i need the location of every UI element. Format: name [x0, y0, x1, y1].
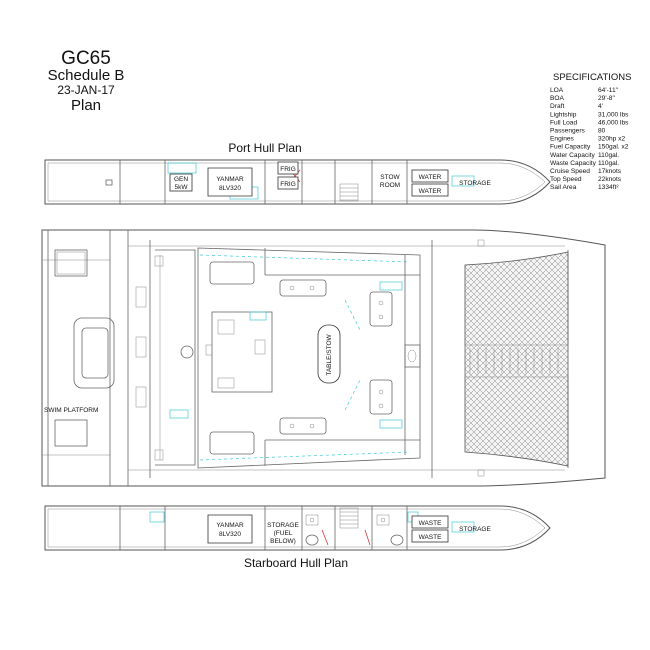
- spec-label: BOA: [550, 95, 565, 102]
- schedule-label: Schedule B: [48, 67, 125, 84]
- spec-value: 150gal. x2: [598, 144, 629, 151]
- spec-value: 31,000 lbs: [598, 111, 629, 118]
- port-engine: [207, 167, 253, 197]
- spec-value: 22knots: [598, 176, 622, 183]
- table-stow: [317, 324, 341, 384]
- starboard-engine-label: YANMAR: [216, 522, 244, 529]
- trampoline-net: [464, 251, 569, 467]
- plan-date: 23-JAN-17: [57, 83, 115, 97]
- starboard-hull-caption: Starboard Hull Plan: [244, 556, 348, 570]
- spec-value: 4': [598, 103, 603, 110]
- frig-lower: [277, 176, 299, 190]
- starboard-hull-outline: [44, 505, 551, 551]
- starboard-engine: [207, 514, 253, 544]
- port-engine-label: YANMAR: [216, 176, 244, 183]
- plan-kind: Plan: [71, 97, 101, 114]
- storage-fuel-sub-2: BELOW): [270, 538, 296, 545]
- spec-value: 80: [598, 128, 606, 135]
- specifications-heading: SPECIFICATIONS: [553, 72, 631, 83]
- spec-label: Full Load: [550, 119, 577, 126]
- spec-label: Draft: [550, 103, 564, 110]
- waste-tank-1: [411, 515, 449, 529]
- deck-outline: [41, 229, 606, 487]
- aft-hatch: [73, 317, 115, 389]
- spec-value: 110gal.: [598, 152, 619, 159]
- spec-label: Fuel Capacity: [550, 144, 591, 151]
- spec-value: 46,000 lbs: [598, 119, 629, 126]
- table-stow-label: TABLE/STOW: [326, 333, 333, 375]
- starboard-storage-label: STORAGE: [459, 526, 491, 533]
- frig-upper: [277, 161, 299, 175]
- frig-upper-label: FRIG: [280, 166, 296, 173]
- main-deck-plan: SWIM PLATFORM TABLE/STOW: [41, 229, 606, 487]
- galley-counter: [211, 311, 273, 393]
- storage-fuel-label: STORAGE: [267, 522, 299, 529]
- spec-label: Cruise Speed: [550, 168, 590, 175]
- spec-label: Lightship: [550, 111, 577, 118]
- port-hull-caption: Port Hull Plan: [228, 141, 301, 155]
- frig-lower-label: FRIG: [280, 181, 296, 188]
- stow-room-label: ROOM: [380, 182, 400, 189]
- spec-label: Sail Area: [550, 184, 577, 191]
- storage-fuel-sub-1: (FUEL: [274, 530, 293, 537]
- spec-label: Waste Capacity: [550, 160, 597, 167]
- port-hull-plan: Port Hull Plan GEN 5kW YANMAR 8LV320 FRI…: [44, 141, 551, 205]
- spec-label: Passengers: [550, 128, 586, 135]
- swim-platform-label: SWIM PLATFORM: [44, 407, 98, 414]
- waste-tank-1-label: WASTE: [419, 520, 443, 527]
- waste-tank-2-label: WASTE: [419, 534, 443, 541]
- spec-label: Top Speed: [550, 176, 582, 183]
- specifications-table: SPECIFICATIONS LOA 64'-11" BOA 29'-8" Draft 4…: [550, 72, 631, 191]
- title-block: GC65 Schedule B 23-JAN-17 Plan: [48, 48, 125, 114]
- spec-value: 110gal.: [598, 160, 619, 167]
- water-tank-2: [411, 183, 449, 197]
- spec-label: Water Capacity: [550, 152, 596, 159]
- port-storage-label: STORAGE: [459, 180, 491, 187]
- spec-value: 1334ft²: [598, 184, 619, 191]
- port-hull-outline: [44, 159, 551, 205]
- water-tank-1-label: WATER: [419, 174, 442, 181]
- water-tank-1: [411, 169, 449, 183]
- spec-value: 17knots: [598, 168, 622, 175]
- starboard-engine-model: 8LV320: [219, 531, 241, 538]
- spec-value: 29'-8": [598, 95, 615, 102]
- gen-label: GEN: [174, 176, 188, 183]
- spec-label: Engines: [550, 136, 575, 143]
- port-engine-model: 8LV320: [219, 185, 241, 192]
- waste-tank-2: [411, 529, 449, 543]
- spec-value: 320hp x2: [598, 136, 625, 143]
- spec-value: 64'-11": [598, 87, 619, 94]
- water-tank-2-label: WATER: [419, 188, 442, 195]
- starboard-hull-plan: YANMAR 8LV320 STORAGE (FUEL BELOW) WASTE…: [44, 505, 551, 570]
- salon-outline: [197, 247, 421, 469]
- gen-set: [169, 173, 193, 192]
- model-name: GC65: [61, 48, 111, 69]
- spec-label: LOA: [550, 87, 564, 94]
- gen-kw-label: 5kW: [175, 184, 189, 191]
- stow-label: STOW: [380, 174, 400, 181]
